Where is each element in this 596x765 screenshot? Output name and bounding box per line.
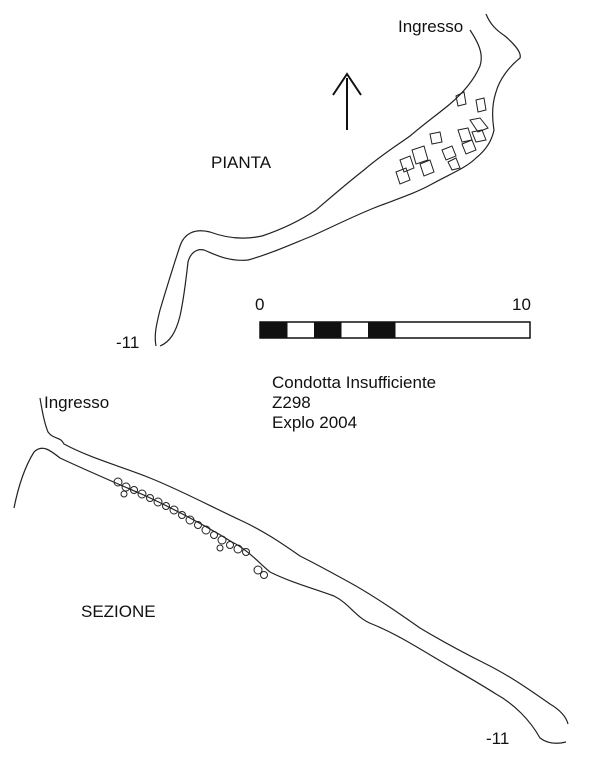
cave-name: Condotta Insufficiente — [272, 373, 437, 392]
section-entrance-label: Ingresso — [44, 393, 110, 412]
plan-entrance-label: Ingresso — [398, 17, 464, 36]
section-cave-outline — [13, 397, 569, 744]
survey-info: Condotta Insufficiente Z298 Explo 2004 — [272, 373, 436, 433]
plan-depth-label: -11 — [116, 333, 140, 352]
plan-cave-outline — [154, 13, 521, 347]
plan-title: PIANTA — [211, 153, 272, 172]
north-arrow-icon — [332, 72, 362, 130]
scale-bar — [259, 321, 531, 339]
section-depth-label: -11 — [486, 729, 510, 748]
scale-start-label: 0 — [255, 295, 265, 314]
plan-boulders — [395, 91, 489, 185]
exploration-label: Explo 2004 — [272, 413, 358, 432]
section-boulders — [113, 477, 268, 579]
scale-end-label: 10 — [512, 295, 531, 314]
cave-code: Z298 — [272, 393, 311, 412]
section-title: SEZIONE — [81, 602, 156, 621]
